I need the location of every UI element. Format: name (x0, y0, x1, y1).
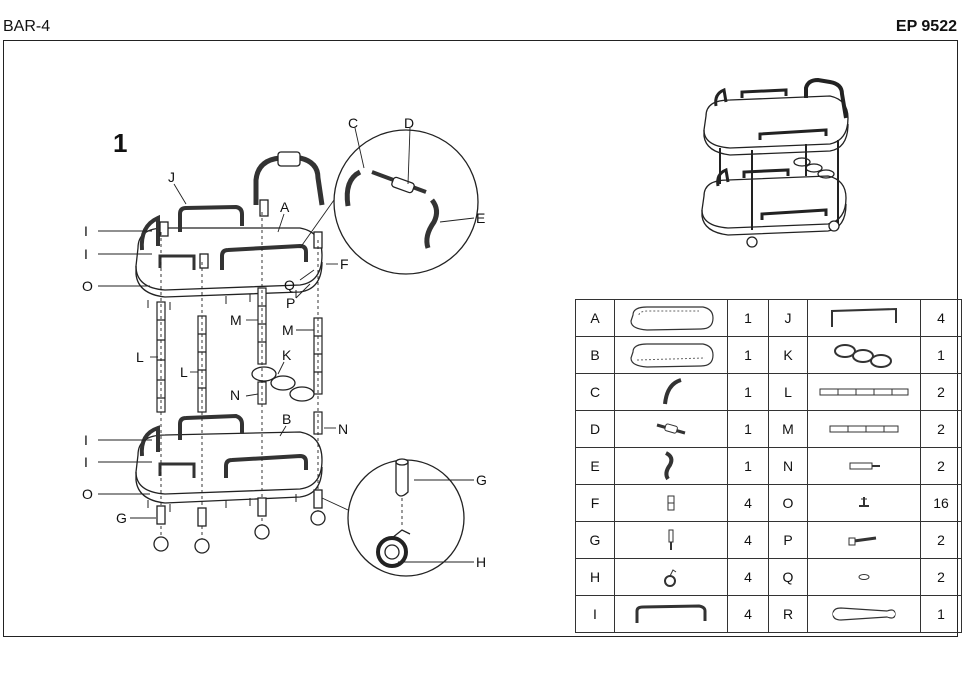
callout-o-1: O (82, 278, 93, 294)
assembled-cart-preview (701, 77, 849, 248)
part-quantity: 2 (920, 410, 962, 448)
part-letter: O (768, 484, 808, 522)
handle-detail (299, 129, 479, 275)
part-quantity: 4 (727, 484, 769, 522)
part-letter: R (768, 595, 808, 633)
part-quantity: 4 (727, 521, 769, 559)
callout-j: J (168, 169, 175, 185)
part-letter: L (768, 373, 808, 411)
part-letter: N (768, 447, 808, 485)
long-tube-icon (807, 373, 921, 411)
part-quantity: 2 (920, 558, 962, 596)
part-quantity: 1 (920, 336, 962, 374)
part-letter: P (768, 521, 808, 559)
callout-c: C (348, 115, 358, 131)
exploded-cart (135, 151, 326, 554)
medium-tube-icon (807, 410, 921, 448)
part-letter: A (575, 299, 615, 337)
short-tube-icon (807, 447, 921, 485)
part-quantity: 1 (727, 410, 769, 448)
callout-q: Q (284, 277, 295, 293)
part-letter: J (768, 299, 808, 337)
rail-bracket-icon (807, 299, 921, 337)
callout-o-2: O (82, 486, 93, 502)
caster-wheel-icon (614, 558, 728, 596)
callout-f: F (340, 256, 349, 272)
callout-g-2: G (476, 472, 487, 488)
step-number: 1 (113, 128, 127, 158)
washer-icon (807, 558, 921, 596)
bottom-tray-icon (614, 336, 728, 374)
callout-m-2: M (282, 322, 294, 338)
part-quantity: 1 (727, 447, 769, 485)
part-quantity: 2 (920, 521, 962, 559)
callout-i-1: I (84, 223, 88, 239)
caster-stem-icon (614, 521, 728, 559)
callout-leaders (98, 127, 475, 563)
callout-b: B (282, 411, 291, 427)
bottle-holder-icon (807, 336, 921, 374)
part-quantity: 4 (727, 595, 769, 633)
callout-m-1: M (230, 312, 242, 328)
callout-l-1: L (136, 349, 144, 365)
part-quantity: 2 (920, 447, 962, 485)
callout-n-2: N (338, 421, 348, 437)
part-quantity: 2 (920, 373, 962, 411)
part-letter: E (575, 447, 615, 485)
model-name: BAR-4 (3, 18, 51, 35)
part-letter: H (575, 558, 615, 596)
callout-i-2: I (84, 246, 88, 262)
callout-p: P (286, 295, 295, 311)
part-letter: D (575, 410, 615, 448)
part-quantity: 4 (727, 558, 769, 596)
callout-n-1: N (230, 387, 240, 403)
callout-i-4: I (84, 454, 88, 470)
part-letter: B (575, 336, 615, 374)
part-letter: F (575, 484, 615, 522)
part-letter: I (575, 595, 615, 633)
part-letter: Q (768, 558, 808, 596)
callout-e: E (476, 210, 485, 226)
product-code: EP 9522 (895, 18, 957, 35)
part-quantity: 4 (920, 299, 962, 337)
callout-g-1: G (116, 510, 127, 526)
caster-detail (321, 458, 465, 577)
connector-icon (614, 484, 728, 522)
wrench-icon (807, 595, 921, 633)
callout-d: D (404, 115, 414, 131)
part-letter: K (768, 336, 808, 374)
callout-k: K (282, 347, 292, 363)
part-quantity: 1 (727, 299, 769, 337)
top-tray-icon (614, 299, 728, 337)
part-quantity: 16 (920, 484, 962, 522)
part-quantity: 1 (727, 373, 769, 411)
part-letter: G (575, 521, 615, 559)
bolt-icon (807, 521, 921, 559)
part-quantity: 1 (727, 336, 769, 374)
callout-l-2: L (180, 364, 188, 380)
part-letter: C (575, 373, 615, 411)
callout-labels: J A I I F Q O P M M L L K N N B I I O G … (82, 115, 487, 570)
handle-hook-icon (614, 447, 728, 485)
callout-h: H (476, 554, 486, 570)
part-quantity: 1 (920, 595, 962, 633)
handle-grip-icon (614, 410, 728, 448)
side-rail-icon (614, 595, 728, 633)
screw-icon (807, 484, 921, 522)
callout-a: A (280, 199, 290, 215)
handle-curve-icon (614, 373, 728, 411)
callout-i-3: I (84, 432, 88, 448)
part-letter: M (768, 410, 808, 448)
